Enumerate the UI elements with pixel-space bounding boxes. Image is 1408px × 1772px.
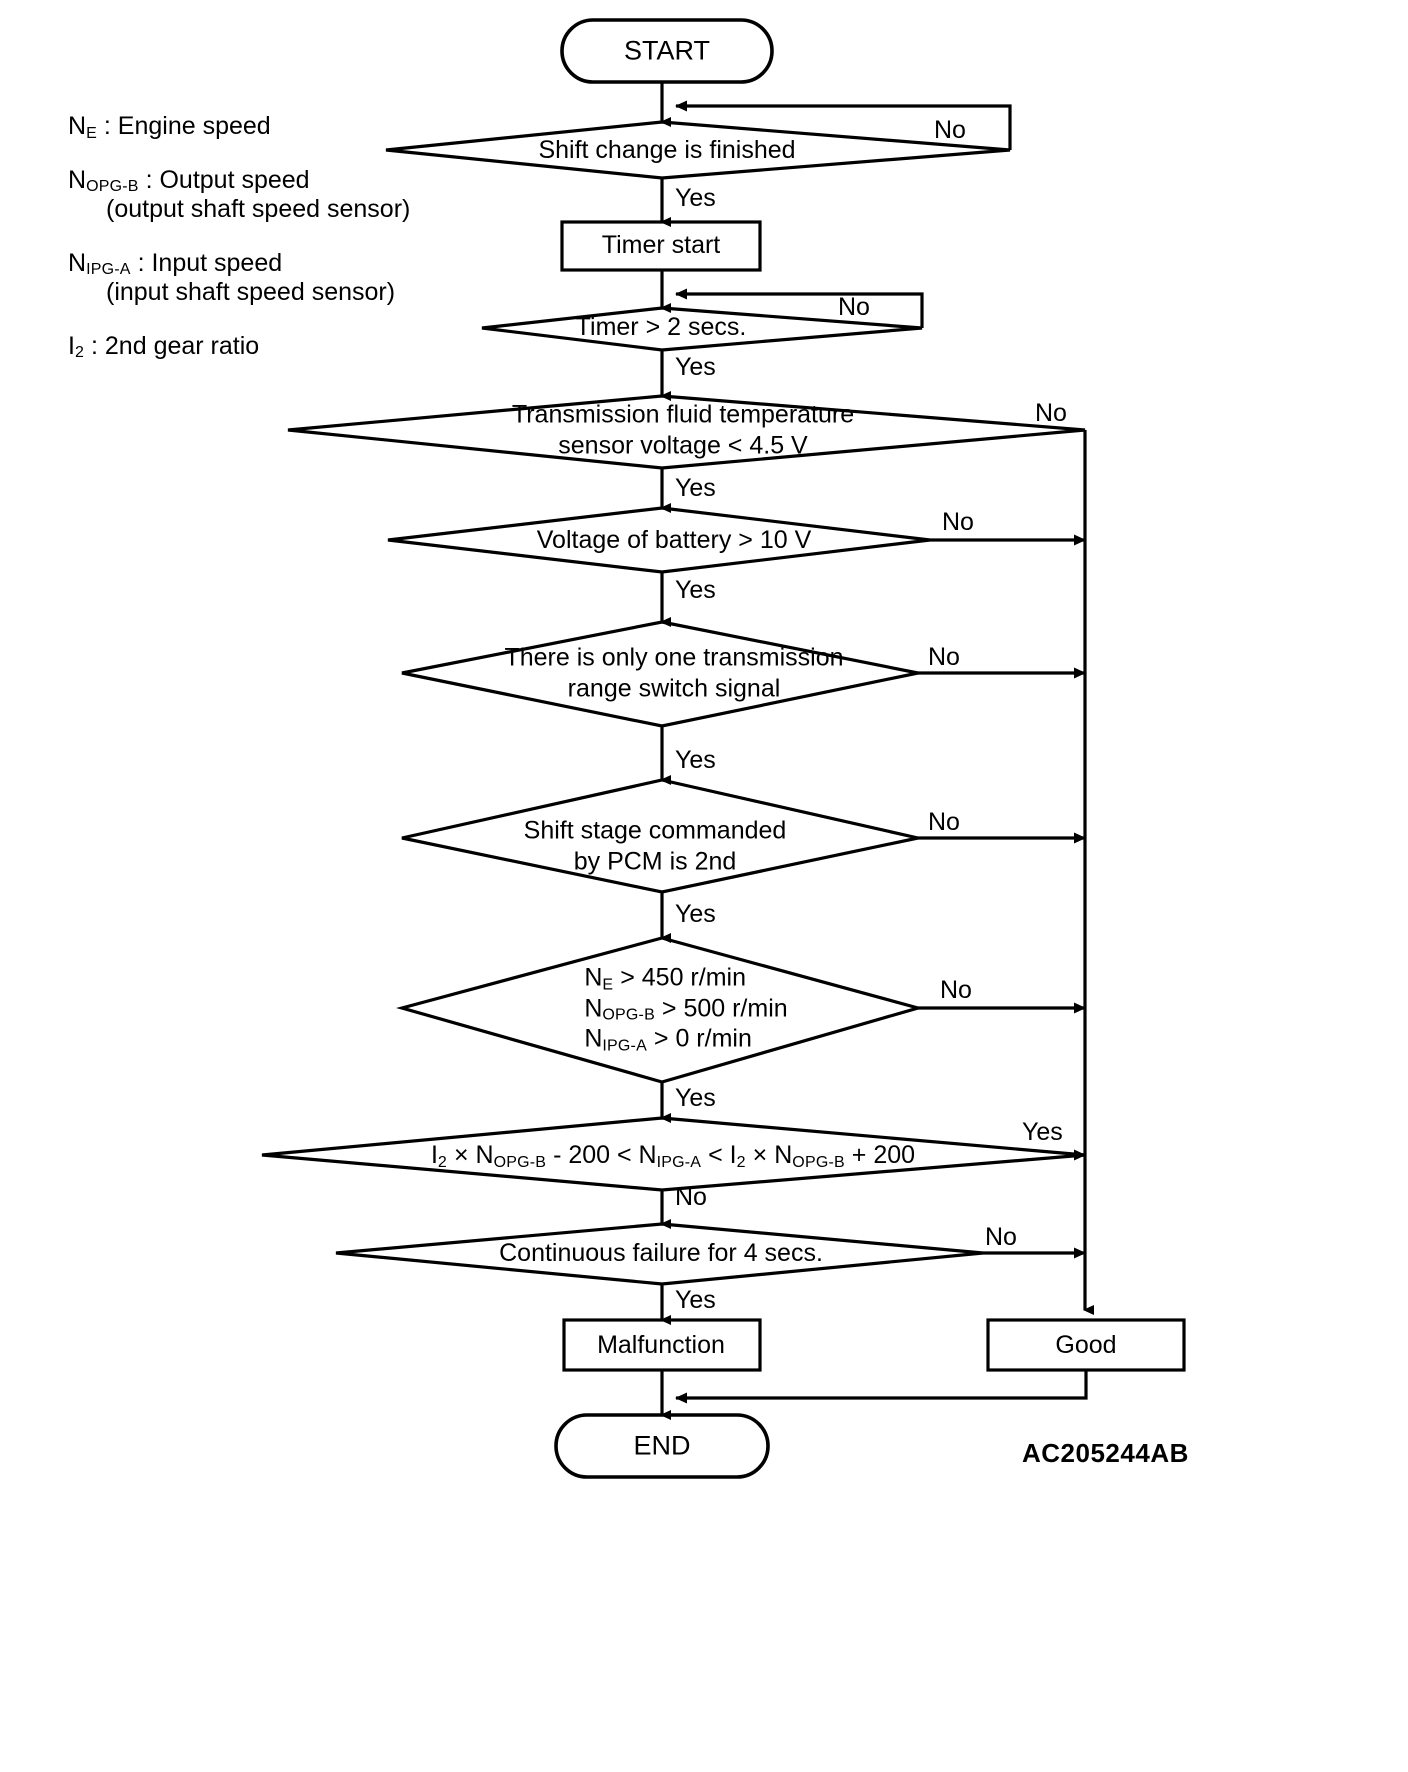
edge-label-battery-yes: Yes (675, 576, 716, 604)
gear-ratio-diamond-shape (261, 1116, 1086, 1192)
legend-item-input-speed: NIPG-A : Input speed (input shaft speed … (68, 249, 488, 308)
legend-subscript: OPG-B (86, 178, 139, 196)
end-terminator-shape (554, 1413, 770, 1479)
speed-conditions-diamond-shape (396, 936, 924, 1084)
good-box-shape (986, 1318, 1186, 1372)
edge-label-range-switch-no: No (928, 643, 960, 671)
legend-description: Engine speed (117, 112, 271, 140)
fluid-temp-diamond-shape (287, 394, 1086, 470)
legend: NE : Engine speed NOPG-B : Output speed … (68, 112, 488, 385)
edge-label-timer-no: No (838, 293, 870, 321)
edge-label-timer-yes: Yes (675, 353, 716, 381)
edge-label-range-switch-yes: Yes (675, 746, 716, 774)
edge-shift-change-no-loop (675, 100, 1012, 150)
legend-symbol: N (68, 112, 87, 140)
legend-separator: : (96, 112, 118, 140)
legend-subscript: IPG-A (86, 261, 131, 279)
legend-detail: (output shaft speed sensor) (106, 195, 411, 223)
legend-separator: : (138, 165, 160, 194)
legend-symbol: N (68, 248, 87, 277)
legend-separator: : (84, 331, 105, 360)
edge-label-failure-no: No (985, 1223, 1017, 1251)
edge-label-failure-yes: Yes (675, 1286, 716, 1314)
shift-change-diamond-shape (385, 120, 1011, 180)
edge-timer-no-loop (675, 288, 924, 328)
legend-description: Output speed (159, 165, 310, 194)
legend-separator: : (130, 248, 152, 277)
edge-label-fluid-temp-yes: Yes (675, 474, 716, 502)
edge-label-speed-no: No (940, 976, 972, 1004)
edge-label-gear-ratio-yes: Yes (1022, 1118, 1063, 1146)
edge-label-battery-no: No (942, 508, 974, 536)
timer-start-box-shape (560, 220, 762, 272)
legend-item-output-speed: NOPG-B : Output speed (output shaft spee… (68, 166, 488, 225)
range-switch-diamond-shape (401, 620, 919, 728)
edge-good-to-end (675, 1370, 1088, 1404)
edge-label-shift-change-yes: Yes (675, 184, 716, 212)
legend-item-gear-ratio: I2 : 2nd gear ratio (68, 332, 488, 362)
malfunction-box-shape (562, 1318, 762, 1372)
edge-label-shift-change-no: No (934, 116, 966, 144)
battery-voltage-diamond-shape (387, 506, 931, 574)
legend-item-engine-speed: NE : Engine speed (68, 112, 488, 142)
legend-subscript: 2 (74, 344, 85, 362)
legend-detail: (input shaft speed sensor) (106, 278, 396, 306)
edge-label-gear-ratio-no: No (675, 1183, 707, 1211)
edge-label-fluid-temp-no: No (1035, 399, 1067, 427)
legend-subscript: E (86, 124, 97, 142)
reference-code: AC205244AB (1022, 1438, 1189, 1468)
legend-description: Input speed (151, 248, 283, 277)
edge-label-shift-stage-no: No (928, 808, 960, 836)
legend-symbol: N (68, 165, 87, 194)
continuous-failure-diamond-shape (335, 1222, 984, 1286)
shift-stage-diamond-shape (401, 778, 919, 894)
legend-description: 2nd gear ratio (104, 331, 260, 360)
start-terminator-shape (560, 18, 774, 84)
legend-symbol: I (68, 331, 75, 360)
edge-label-speed-yes: Yes (675, 1084, 716, 1112)
edge-label-shift-stage-yes: Yes (675, 900, 716, 928)
